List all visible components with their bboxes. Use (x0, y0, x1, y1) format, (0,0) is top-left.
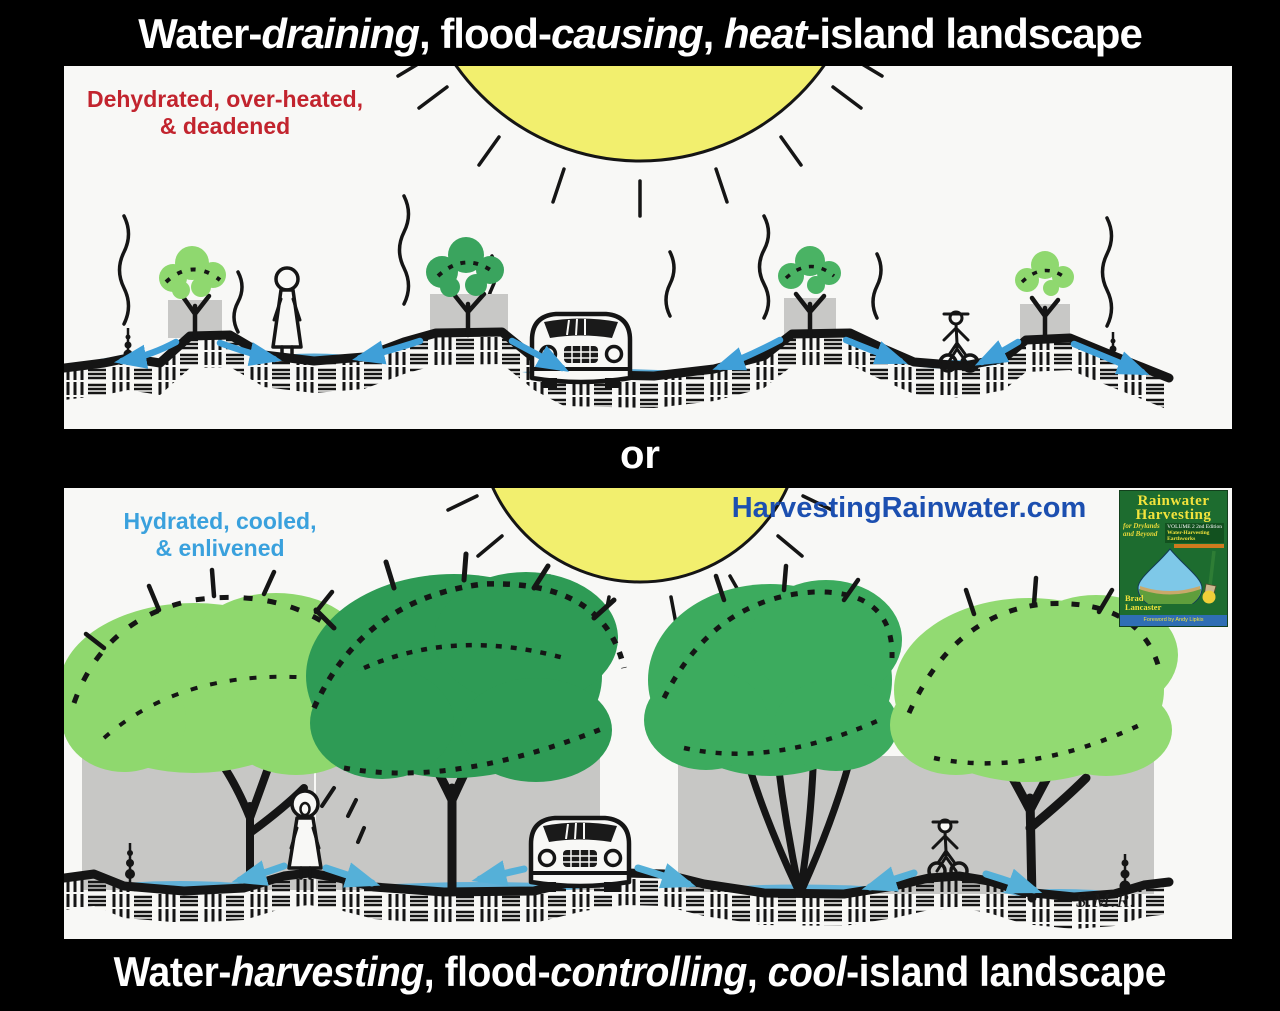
tree (890, 575, 1185, 903)
artist-signature: S.M.R. (1076, 890, 1136, 912)
title-segment: -island landscape (806, 10, 1142, 57)
car-figure (529, 311, 633, 388)
bottom-title: Water-harvesting, flood-controlling, coo… (0, 948, 1280, 996)
title-segment: Water- (113, 948, 232, 995)
or-divider: or (620, 433, 660, 477)
stressed-trees (159, 237, 1074, 341)
title-segment: draining (261, 10, 420, 57)
book-foreword: Foreword by Andy Lipkis (1120, 615, 1227, 626)
car-figure (528, 815, 632, 892)
title-segment: harvesting (231, 948, 424, 995)
title-segment: heat (724, 10, 807, 57)
person-figure (271, 266, 303, 361)
person-figure (287, 789, 323, 880)
caption-line: Dehydrated, over-heated, (86, 86, 364, 112)
desert-plant (123, 328, 133, 360)
book-drop-illustration (1136, 548, 1217, 604)
website-link[interactable]: HarvestingRainwater.com (731, 492, 1087, 524)
sun-icon (396, 66, 884, 218)
shade-trees (64, 551, 1185, 903)
book-volume: VOLUME 2 2nd Edition Water-Harvesting Ea… (1165, 523, 1224, 543)
caption-line: & deadened (159, 113, 291, 140)
draining-landscape-drawing (64, 66, 1174, 410)
top-title: Water-draining, flood-causing, heat-isla… (0, 10, 1280, 58)
infiltration-arrows (231, 860, 1043, 894)
title-segment: , flood- (418, 10, 552, 57)
harvesting-landscape-drawing (64, 488, 1185, 929)
tree (644, 563, 902, 898)
hydrated-caption: Hydrated, cooled, & enlivened (80, 508, 360, 562)
title-segment: cool (767, 948, 847, 995)
tree (426, 237, 504, 338)
title-segment: -island landscape (846, 948, 1167, 995)
tree (159, 246, 226, 339)
dehydrated-caption: Dehydrated, over-heated, & deadened (84, 86, 366, 140)
title-segment: , (702, 10, 724, 57)
desert-plant (125, 843, 135, 884)
heat-wave-lines (117, 194, 1114, 334)
title-segment: Water- (138, 10, 262, 57)
title-segment: controlling (550, 948, 748, 995)
caption-line: & enlivened (155, 535, 285, 562)
title-segment: , (747, 948, 768, 995)
tree (1015, 251, 1074, 341)
cyclist-figure (938, 310, 980, 373)
book-orange-strip (1174, 544, 1224, 548)
harvesting-landscape-panel: Hydrated, cooled, & enlivened Harvesting… (64, 488, 1232, 939)
tree (778, 246, 841, 337)
title-segment: , flood- (423, 948, 551, 995)
title-segment: causing (550, 10, 704, 57)
desert-plant (1119, 854, 1131, 892)
runoff-arrows (114, 336, 1150, 376)
cyclist-figure (927, 818, 969, 881)
caption-line: Hydrated, cooled, (123, 508, 317, 534)
draining-landscape-panel: Dehydrated, over-heated, & deadened (64, 66, 1232, 429)
tree (306, 551, 627, 895)
